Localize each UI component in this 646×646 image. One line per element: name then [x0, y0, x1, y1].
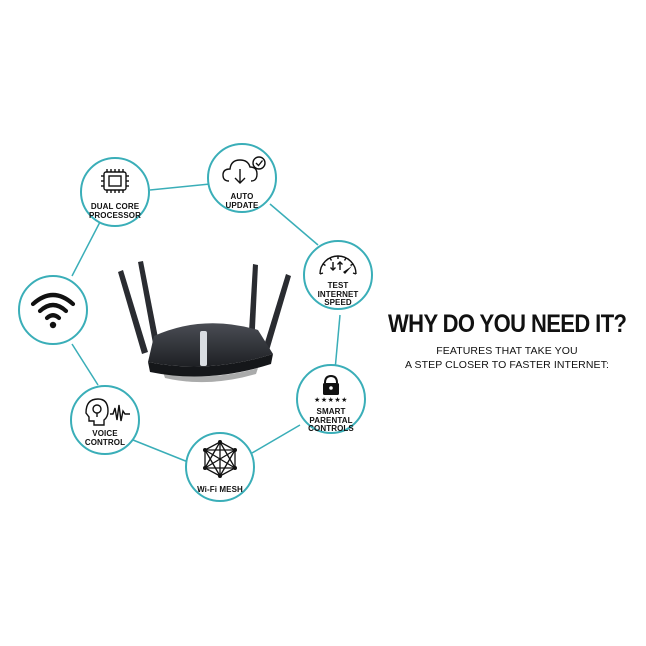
- mesh-network-icon: [203, 440, 237, 478]
- subheadline-line-1: FEATURES THAT TAKE YOU: [436, 345, 578, 357]
- feature-node-dual-core-processor: DUAL CORE PROCESSOR: [80, 157, 150, 227]
- cloud-update-icon: [222, 156, 266, 184]
- feature-label-voice-control: VOICE CONTROL: [84, 429, 126, 447]
- subheadline-line-2: A STEP CLOSER TO FASTER INTERNET:: [404, 359, 610, 371]
- feature-node-wifi-mesh: Wi-Fi MESH: [185, 432, 255, 502]
- feature-label-dual-core-processor: DUAL CORE PROCESSOR: [88, 202, 142, 220]
- router-image: [118, 261, 291, 383]
- feature-label-smart-parental-controls: SMART PARENTAL CONTROLS: [308, 407, 354, 433]
- processor-chip-icon: [101, 169, 129, 193]
- feature-label-auto-update: AUTO UPDATE: [225, 192, 259, 210]
- feature-node-smart-parental-controls: ★★★★★ SMART PARENTAL CONTROLS: [296, 364, 366, 434]
- feature-label-test-internet-speed: TEST INTERNET SPEED: [317, 281, 359, 307]
- padlock-icon: [323, 374, 339, 395]
- voice-bulb-icon: [85, 398, 130, 426]
- feature-label-wifi-mesh: Wi-Fi MESH: [197, 485, 243, 494]
- feature-node-auto-update: AUTO UPDATE: [207, 143, 277, 213]
- parental-rating-stars: ★★★★★: [314, 397, 348, 404]
- wifi-icon: [30, 292, 76, 329]
- speedometer-icon: [319, 255, 357, 275]
- feature-node-test-internet-speed: TEST INTERNET SPEED: [303, 240, 373, 310]
- feature-node-wifi: [18, 275, 88, 345]
- feature-node-voice-control: VOICE CONTROL: [70, 385, 140, 455]
- headline: WHY DO YOU NEED IT?: [388, 309, 627, 338]
